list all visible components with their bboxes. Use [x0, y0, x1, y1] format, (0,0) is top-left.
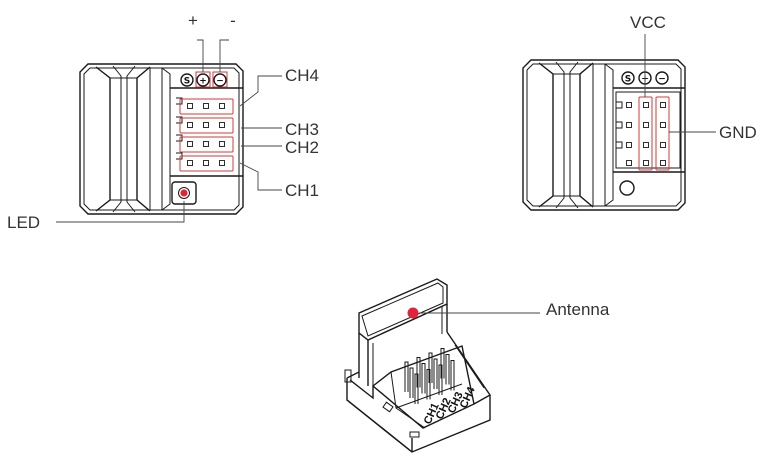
plus-mark: +: [199, 77, 207, 87]
header-pin: [219, 160, 225, 166]
power-pin-icons: S + −: [180, 71, 228, 88]
signal-pin-icon: [621, 71, 635, 85]
header-pin: [203, 122, 209, 128]
connector-pin: [404, 361, 409, 392]
minus-mark: −: [216, 77, 224, 87]
led-window: [619, 180, 635, 196]
header-pin: [643, 122, 649, 128]
connector-pin: [421, 363, 426, 394]
header-pin: [219, 141, 225, 147]
vcc-label: VCC: [630, 13, 666, 32]
header-pin: [626, 102, 632, 108]
antenna-label: Antenna: [546, 300, 610, 319]
receiver-power-view: S + −: [522, 59, 686, 211]
ch4-label: CH4: [285, 66, 319, 85]
gnd-label: GND: [719, 123, 757, 142]
header-pin: [626, 142, 632, 148]
right-leaders: [644, 34, 716, 133]
minus-pin-icon: [655, 71, 669, 85]
plus-label: +: [188, 11, 198, 30]
header-pin: [219, 103, 225, 109]
header-pin: [660, 142, 666, 148]
connector-pin: [433, 358, 438, 389]
header-pin: [660, 160, 666, 166]
minus-pin-icon: [213, 73, 227, 87]
signal-pin-icon: [180, 73, 194, 87]
header-pin: [626, 160, 632, 166]
vcc-column: [638, 96, 653, 171]
s-mark: S: [625, 75, 631, 85]
led-label: LED: [7, 213, 40, 232]
connector-pin: [445, 354, 450, 385]
header-pin: [643, 142, 649, 148]
header-pin: [219, 122, 225, 128]
header-pin: [187, 122, 193, 128]
header-pin: [187, 103, 193, 109]
header-pin: [203, 103, 209, 109]
header-pin: [643, 102, 649, 108]
connector-pin: [428, 352, 433, 383]
connector-pin: [416, 357, 421, 388]
minus-mark: −: [658, 75, 666, 85]
led-dot: [180, 189, 188, 197]
channel-pin-header: [176, 97, 234, 172]
receiver-front-view: S + −: [79, 63, 244, 215]
connector-pin: [409, 367, 414, 398]
minus-label: -: [230, 11, 236, 30]
receiver-isometric-view: CH1 CH2 CH3 CH4: [344, 278, 492, 453]
header-pin: [660, 102, 666, 108]
header-pin: [660, 122, 666, 128]
left-leaders: [56, 39, 282, 223]
header-pin: [643, 160, 649, 166]
header-pin: [203, 141, 209, 147]
connector-pin: [450, 360, 455, 391]
header-pin: [187, 160, 193, 166]
ch2-label: CH2: [285, 138, 319, 157]
gnd-column: [655, 96, 670, 171]
ch1-label: CH1: [285, 181, 319, 200]
connector-pin: [440, 348, 445, 379]
header-pin: [187, 141, 193, 147]
s-mark: S: [184, 77, 190, 87]
plus-pin-icon: [196, 73, 210, 87]
ch3-label: CH3: [285, 120, 319, 139]
header-pin: [626, 122, 632, 128]
header-pin: [203, 160, 209, 166]
antenna-dot: [407, 307, 419, 319]
pcb-ch4-mark: CH4: [458, 384, 478, 410]
